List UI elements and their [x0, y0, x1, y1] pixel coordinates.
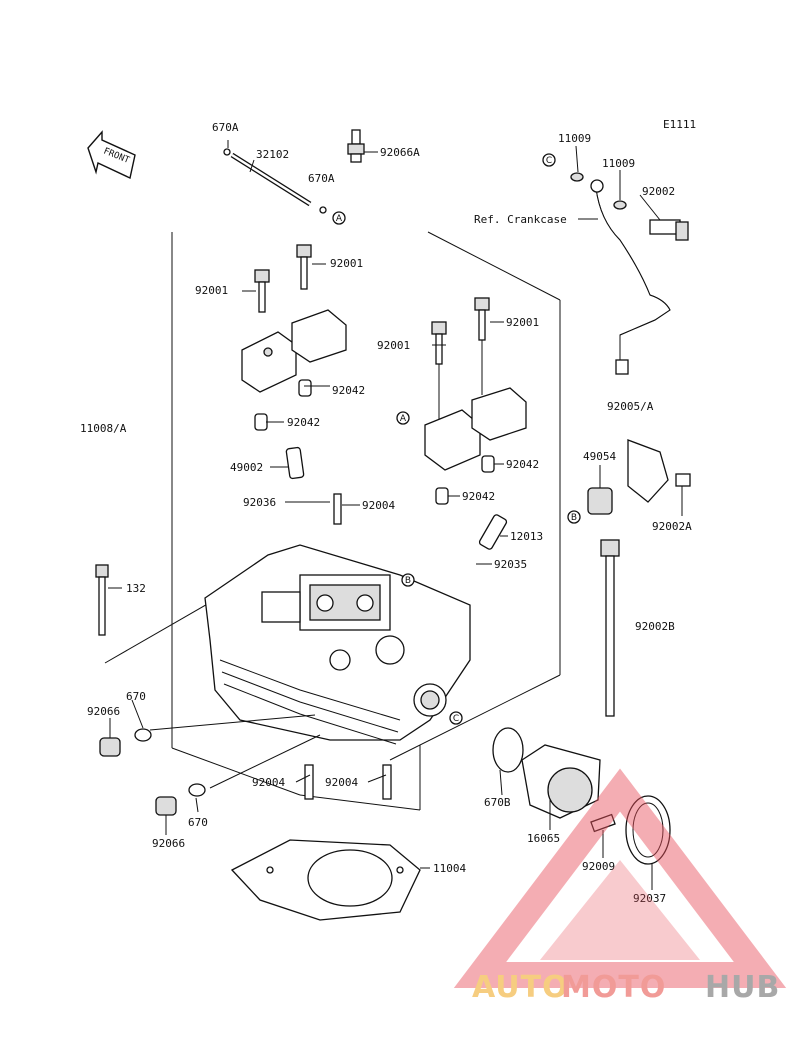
label-16065: 16065 — [527, 832, 560, 845]
stud-92004-top — [333, 493, 342, 525]
svg-text:A: A — [400, 414, 407, 424]
label-670-a: 670 — [126, 690, 146, 703]
svg-text:C: C — [546, 156, 552, 166]
sensor-92066a — [347, 129, 365, 163]
label-92035: 92035 — [494, 558, 527, 571]
label-92001-c: 92001 — [377, 339, 410, 352]
label-92066-b: 92066 — [152, 837, 185, 850]
dowel-92042-b — [254, 413, 268, 431]
label-132: 132 — [126, 582, 146, 595]
svg-text:C: C — [453, 714, 459, 724]
bolt-92001-c — [431, 321, 447, 420]
stud-92004-left — [304, 764, 314, 800]
label-92001-a: 92001 — [195, 284, 228, 297]
label-92037: 92037 — [633, 892, 666, 905]
clamp-92037 — [625, 795, 671, 865]
bolt-92001-b — [296, 244, 312, 290]
label-11004: 11004 — [433, 862, 466, 875]
label-11009-b: 11009 — [602, 157, 635, 170]
bolt-92001-a — [254, 269, 270, 313]
dowel-92042-a — [298, 379, 312, 397]
marker-a-top: A — [332, 211, 346, 225]
logo-auto: AUTO — [472, 970, 569, 1005]
label-92042-b: 92042 — [287, 416, 320, 429]
front-arrow-icon: FRONT — [87, 130, 136, 180]
label-92004-top: 92004 — [362, 499, 395, 512]
bolt-92001-d — [474, 297, 490, 395]
label-92066-a: 92066 — [87, 705, 120, 718]
logo-hub: HUB — [705, 970, 780, 1005]
label-92002b: 92002B — [635, 620, 675, 633]
part-12013 — [478, 514, 508, 550]
bolt-132 — [95, 564, 109, 636]
label-92004-right: 92004 — [325, 776, 358, 789]
label-12013: 12013 — [510, 530, 543, 543]
diagram-code: E1111 — [663, 118, 696, 131]
cam-cap-left — [241, 309, 347, 393]
cam-cap-right — [424, 387, 527, 471]
label-11008a: 11008/A — [80, 422, 127, 435]
dowel-92042-c — [481, 455, 495, 473]
screw-92009 — [590, 813, 616, 833]
label-92001-b: 92001 — [330, 257, 363, 270]
label-670a-mid: 670A — [308, 172, 335, 185]
bolt-92002b — [600, 539, 620, 717]
label-92002a: 92002A — [652, 520, 692, 533]
label-92004-left: 92004 — [252, 776, 285, 789]
svg-text:A: A — [336, 214, 343, 224]
plug-92066-b — [155, 796, 177, 816]
stud-92004-right — [382, 764, 392, 800]
rod-32102 — [223, 148, 327, 214]
oring-670b — [492, 727, 524, 773]
oring-670-a — [134, 728, 152, 742]
marker-c-head: C — [449, 711, 463, 725]
oil-pipe — [570, 172, 689, 375]
marker-b-right: B — [567, 510, 581, 524]
label-11009-a: 11009 — [558, 132, 591, 145]
plug-92066-a — [99, 737, 121, 757]
logo-moto: MOTO — [561, 970, 666, 1005]
frame-lines — [104, 231, 561, 811]
leader-lines — [108, 140, 683, 890]
label-92009: 92009 — [582, 860, 615, 873]
cylinder-head — [204, 544, 471, 745]
holder-16065 — [521, 744, 601, 819]
svg-text:B: B — [571, 513, 577, 523]
gasket-11004 — [230, 839, 421, 921]
dowel-92042-d — [435, 487, 449, 505]
label-92002: 92002 — [642, 185, 675, 198]
guide-49002 — [285, 446, 305, 480]
watermark-logo: AUTO MOTO HUB — [453, 768, 787, 1005]
label-670a-top: 670A — [212, 121, 239, 134]
label-92042-a: 92042 — [332, 384, 365, 397]
ref-crankcase-label: Ref. Crankcase — [474, 213, 567, 226]
label-92036: 92036 — [243, 496, 276, 509]
marker-c-top: C — [542, 153, 556, 167]
label-49054: 49054 — [583, 450, 616, 463]
label-670b: 670B — [484, 796, 511, 809]
marker-a-mid: A — [396, 411, 410, 425]
label-92001-d: 92001 — [506, 316, 539, 329]
label-32102: 32102 — [256, 148, 289, 161]
marker-b-head: B — [401, 573, 415, 587]
label-670-b: 670 — [188, 816, 208, 829]
label-92066a: 92066A — [380, 146, 420, 159]
label-92042-c: 92042 — [506, 458, 539, 471]
label-49002: 49002 — [230, 461, 263, 474]
svg-text:B: B — [405, 576, 411, 586]
label-92042-d: 92042 — [462, 490, 495, 503]
oring-670-b — [188, 783, 206, 797]
label-92005a: 92005/A — [607, 400, 654, 413]
